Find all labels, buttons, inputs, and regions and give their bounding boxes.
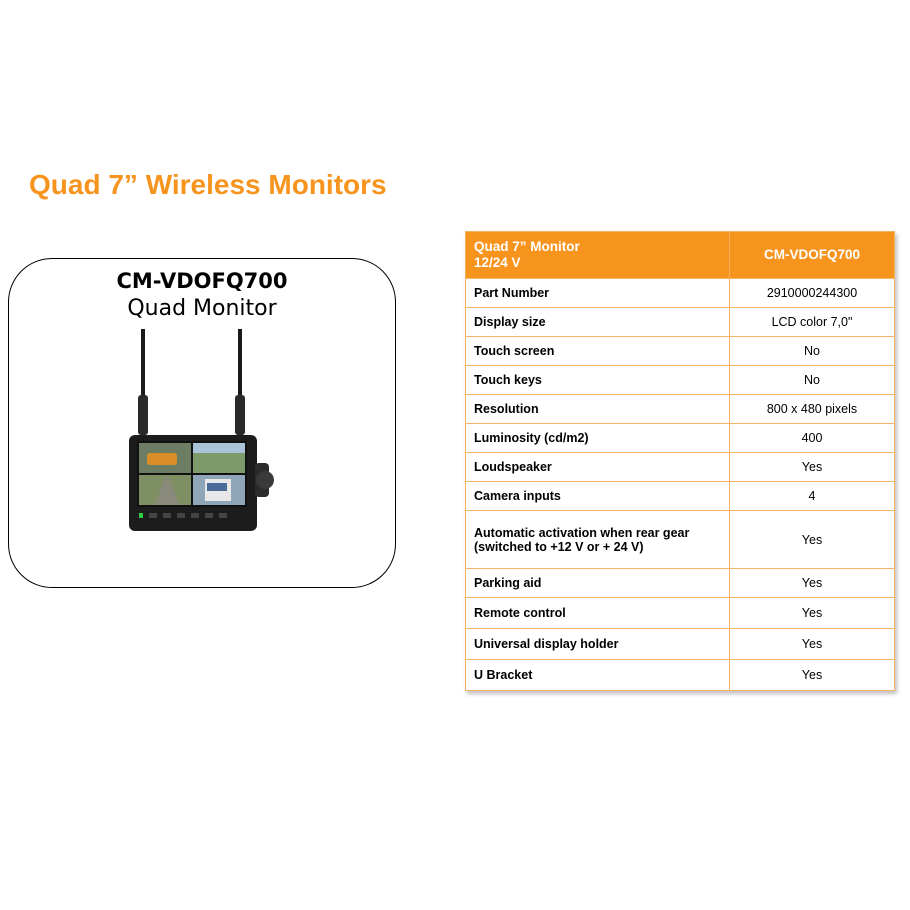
row-label: Touch screen (465, 336, 730, 366)
row-value: Yes (729, 659, 895, 691)
row-label: Universal display holder (465, 628, 730, 660)
row-value: 800 x 480 pixels (729, 394, 895, 424)
antenna-left (141, 329, 145, 399)
table-row: Automatic activation when rear gear (swi… (465, 510, 895, 569)
table-row: Parking aid Yes (465, 568, 895, 598)
row-label: Automatic activation when rear gear (swi… (465, 510, 730, 569)
header-left-line2: 12/24 V (474, 255, 521, 270)
product-subtitle: Quad Monitor (127, 296, 277, 321)
row-value: No (729, 365, 895, 395)
table-row: Display size LCD color 7,0" (465, 307, 895, 337)
table-row: Universal display holder Yes (465, 628, 895, 660)
row-value: Yes (729, 510, 895, 569)
table-row: Touch keys No (465, 365, 895, 395)
product-model-name: CM-VDOFQ700 (116, 269, 288, 293)
row-label: Parking aid (465, 568, 730, 598)
row-label: Remote control (465, 597, 730, 629)
antenna-right (238, 329, 242, 399)
row-value: Yes (729, 597, 895, 629)
table-row: Luminosity (cd/m2) 400 (465, 423, 895, 453)
row-label: Touch keys (465, 365, 730, 395)
row-value: Yes (729, 568, 895, 598)
header-right: CM-VDOFQ700 (729, 231, 895, 279)
table-row: Touch screen No (465, 336, 895, 366)
table-row: Camera inputs 4 (465, 481, 895, 511)
page-title: Quad 7” Wireless Monitors (29, 169, 387, 200)
spec-table: Quad 7” Monitor 12/24 V CM-VDOFQ700 Part… (465, 231, 895, 691)
row-label: Resolution (465, 394, 730, 424)
spec-table-header: Quad 7” Monitor 12/24 V CM-VDOFQ700 (465, 231, 895, 279)
row-value: LCD color 7,0" (729, 307, 895, 337)
row-label-line1: Automatic activation when rear gear (474, 525, 690, 540)
row-label: U Bracket (465, 659, 730, 691)
row-label-line2: (switched to +12 V or + 24 V) (474, 539, 644, 554)
row-label: Luminosity (cd/m2) (465, 423, 730, 453)
row-value: Yes (729, 452, 895, 482)
table-row: Loudspeaker Yes (465, 452, 895, 482)
monitor-image (129, 329, 274, 531)
row-value: 2910000244300 (729, 278, 895, 308)
table-row: Resolution 800 x 480 pixels (465, 394, 895, 424)
row-value: No (729, 336, 895, 366)
row-value: 400 (729, 423, 895, 453)
row-label: Loudspeaker (465, 452, 730, 482)
row-value: 4 (729, 481, 895, 511)
table-row: U Bracket Yes (465, 659, 895, 691)
row-value: Yes (729, 628, 895, 660)
row-label: Part Number (465, 278, 730, 308)
header-left: Quad 7” Monitor 12/24 V (465, 231, 730, 279)
row-label: Display size (465, 307, 730, 337)
product-card: CM-VDOFQ700 Quad Monitor (8, 258, 396, 588)
table-row: Part Number 2910000244300 (465, 278, 895, 308)
row-label: Camera inputs (465, 481, 730, 511)
header-left-line1: Quad 7” Monitor (474, 239, 580, 254)
table-row: Remote control Yes (465, 597, 895, 629)
